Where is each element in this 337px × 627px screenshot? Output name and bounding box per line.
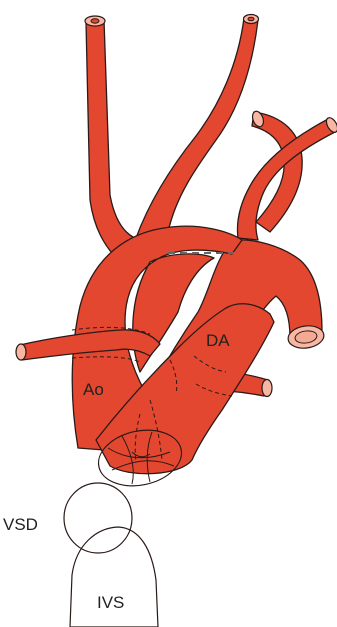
right-lower-branch-end xyxy=(262,380,272,397)
label-aorta: Ao xyxy=(83,380,104,399)
left-upper-branch-lumen xyxy=(91,19,99,23)
ivs-shape xyxy=(70,527,158,627)
vsd-shape xyxy=(64,483,132,553)
label-vsd: VSD xyxy=(3,515,38,534)
left-lateral-branch-end xyxy=(16,344,26,360)
label-ivs: IVS xyxy=(97,593,124,612)
left-upper-branch xyxy=(86,20,140,262)
label-ductus-arteriosus: DA xyxy=(206,331,230,350)
right-upper-branch-lumen xyxy=(248,17,254,21)
right-upper-branch xyxy=(136,18,258,238)
